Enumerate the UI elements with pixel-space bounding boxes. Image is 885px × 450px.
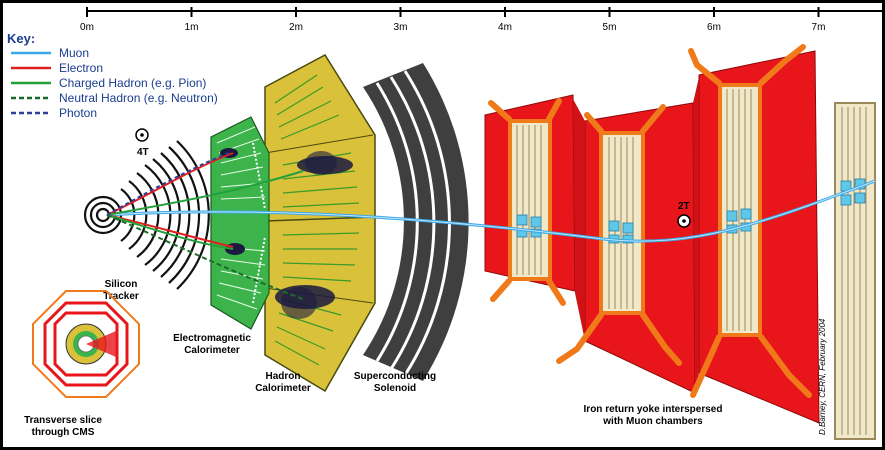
label-tracker-1: Silicon xyxy=(105,279,138,290)
label-yoke-2: with Muon chambers xyxy=(602,416,703,427)
label-hcal-2: Calorimeter xyxy=(255,383,311,394)
muon-chambers xyxy=(488,44,876,440)
field-marker-2t: 2T xyxy=(677,201,691,228)
label-tracker-2: Tracker xyxy=(103,291,139,302)
scale-tick-label: 5m xyxy=(603,22,617,33)
key-entry: Neutral Hadron (e.g. Neutron) xyxy=(11,91,218,105)
label-solenoid-1: Superconducting xyxy=(354,371,436,382)
key-entry: Photon xyxy=(11,106,97,120)
scale-bar: 0m 1m 2m 3m 4m 5m 6m 7m xyxy=(80,7,882,33)
field-marker-4t: 4T xyxy=(135,128,149,158)
particle-tracks xyxy=(106,152,876,300)
solenoid xyxy=(363,63,469,381)
em-calorimeter xyxy=(210,116,270,330)
scale-tick-label: 6m xyxy=(707,22,721,33)
scale-tick-label: 3m xyxy=(394,22,408,33)
field-label-2t: 2T xyxy=(678,201,690,212)
label-hcal-1: Hadron xyxy=(266,371,301,382)
label-yoke-1: Iron return yoke interspersed xyxy=(584,404,723,415)
key-entry: Charged Hadron (e.g. Pion) xyxy=(11,76,206,90)
label-slice-2: through CMS xyxy=(32,427,95,438)
key-label: Electron xyxy=(59,61,103,75)
label-ecal-1: Electromagnetic xyxy=(173,333,251,344)
diagram-canvas: 0m 1m 2m 3m 4m 5m 6m 7m xyxy=(7,7,882,440)
hadron-calorimeter xyxy=(264,54,376,393)
label-slice-1: Transverse slice xyxy=(24,415,102,426)
scale-tick-label: 1m xyxy=(185,22,199,33)
key-label: Photon xyxy=(59,106,97,120)
field-label-4t: 4T xyxy=(137,147,149,158)
detector-labels: Silicon Tracker Electromagnetic Calorime… xyxy=(103,279,722,427)
silicon-tracker xyxy=(83,140,210,290)
credit-text: D.Barney, CERN, February 2004 xyxy=(818,318,827,435)
key-label: Muon xyxy=(59,46,89,60)
key-title: Key: xyxy=(7,31,35,46)
key-entry: Electron xyxy=(11,61,103,75)
label-ecal-2: Calorimeter xyxy=(184,345,240,356)
transverse-slice-thumbnail: Transverse slice through CMS xyxy=(24,290,140,438)
key-entry: Muon xyxy=(11,46,89,60)
scale-tick-label: 4m xyxy=(498,22,512,33)
scale-tick-label: 0m xyxy=(80,22,94,33)
key-label: Neutral Hadron (e.g. Neutron) xyxy=(59,91,218,105)
scale-tick-label: 7m xyxy=(812,22,826,33)
scale-tick-label: 2m xyxy=(289,22,303,33)
label-solenoid-2: Solenoid xyxy=(374,383,416,394)
key-label: Charged Hadron (e.g. Pion) xyxy=(59,76,206,90)
